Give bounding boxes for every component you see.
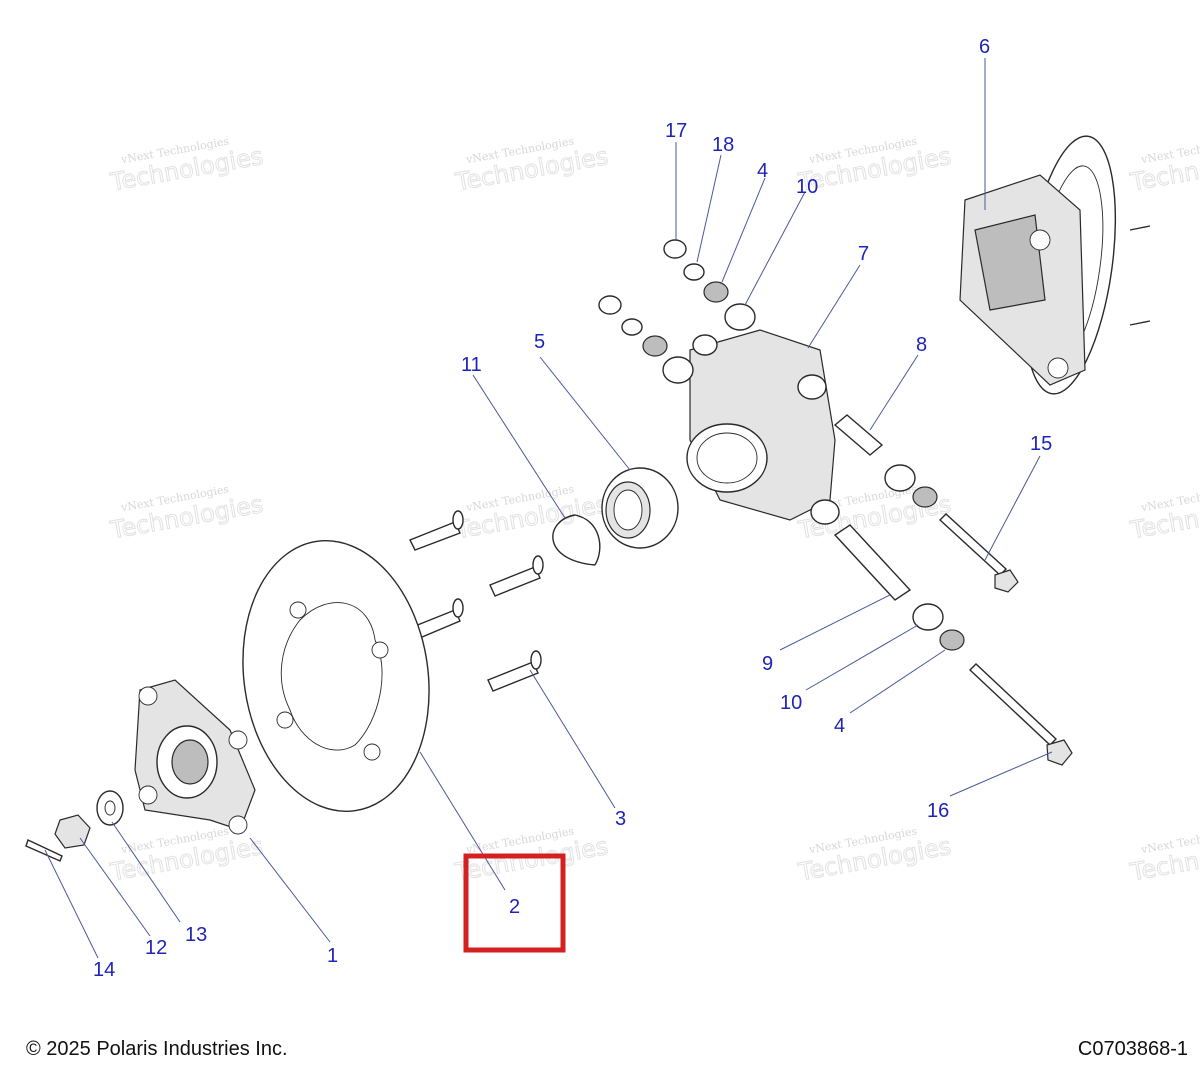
callout-number: 7 [858, 243, 869, 265]
snap-ring [552, 514, 601, 566]
callout-number: 13 [185, 924, 207, 946]
diagram-id: C0703868-1 [1077, 1038, 1188, 1060]
callout-number: 10 [796, 176, 818, 198]
watermark: vNext Technologies Technologies [1127, 483, 1200, 546]
wheel-hub [134, 679, 256, 835]
watermark: vNext Technologies Technologies [452, 135, 611, 198]
watermark: vNext Technologies Technologies [452, 825, 611, 888]
upper-bushing-stack [598, 239, 756, 384]
callout-numbers: 1 2 3 4 4 5 6 7 8 9 10 10 11 12 13 14 15… [93, 36, 1052, 981]
highlight-box [463, 853, 566, 953]
watermark: vNext Technologies Technologies [795, 825, 954, 888]
wheel-bearing [601, 467, 679, 549]
brake-caliper [959, 135, 1151, 395]
copyright-text: © 2025 Polaris Industries Inc. [26, 1038, 288, 1060]
callout-number: 17 [665, 120, 687, 142]
watermark: vNext Technologies Technologies [107, 483, 266, 546]
watermark: vNext Technologies Technologies [452, 483, 611, 546]
leader-lines [44, 58, 1053, 959]
callout-number: 18 [712, 134, 734, 156]
callout-number: 9 [762, 653, 773, 675]
pin-and-bushings [833, 414, 965, 651]
callout-number: 5 [534, 331, 545, 353]
knuckle [686, 329, 840, 525]
callout-number: 10 [780, 692, 802, 714]
hardware-small [25, 790, 124, 862]
watermark: vNext Technologies Technologies [1127, 135, 1200, 198]
bolts [938, 513, 1073, 766]
callout-number: 6 [979, 36, 990, 58]
callout-number: 1 [327, 945, 338, 967]
callout-number: 4 [834, 715, 845, 737]
callout-number: 16 [927, 800, 949, 822]
callout-number: 2 [509, 896, 520, 918]
brake-disc [242, 540, 430, 812]
watermark: vNext Technologies Technologies [1127, 825, 1200, 888]
callout-number: 3 [615, 808, 626, 830]
callout-number: 4 [757, 160, 768, 182]
callout-number: 11 [461, 354, 482, 376]
callout-number: 8 [916, 334, 927, 356]
callout-number: 15 [1030, 433, 1052, 455]
callout-number: 12 [145, 937, 167, 959]
callout-number: 14 [93, 959, 115, 981]
wheel-studs [409, 510, 544, 692]
watermark: vNext Technologies Technologies [107, 135, 266, 198]
